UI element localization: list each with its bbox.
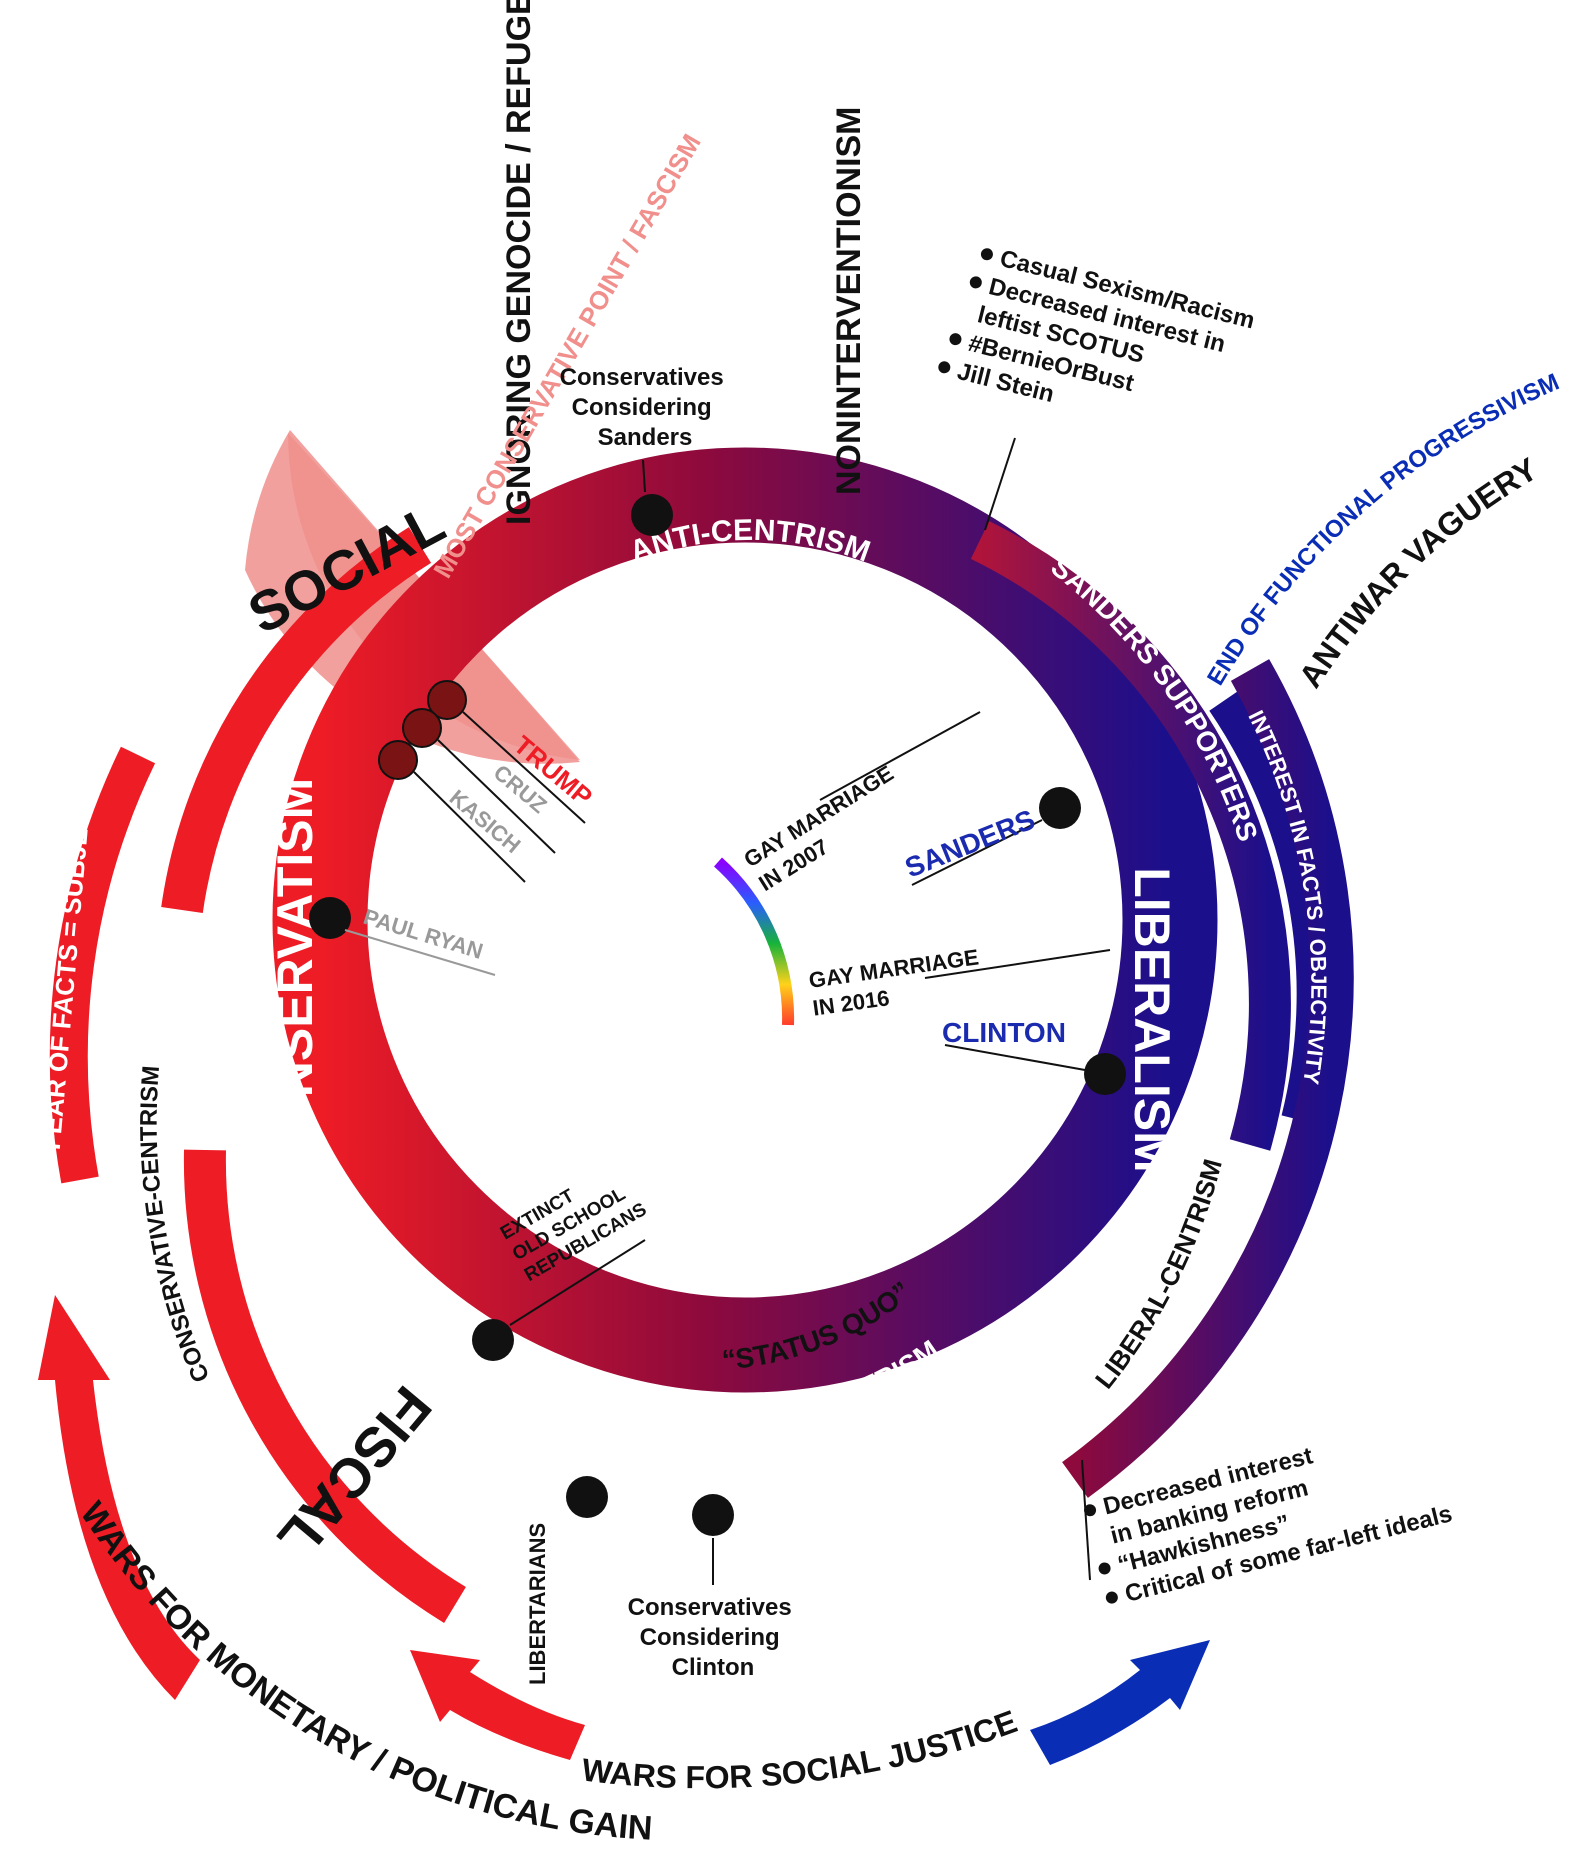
- fiscal-arc: [183, 1149, 466, 1623]
- svg-text:GAY MARRIAGE IN 2007: GAY MARRIAGE IN 2007: [739, 757, 917, 896]
- clinton-supporters-arc: [1062, 659, 1354, 1498]
- sanders-label: SANDERS: [901, 804, 1040, 884]
- wars-social-label: WARS FOR SOCIAL JUSTICE: [580, 1703, 1022, 1795]
- marker-libertarians: [566, 1476, 608, 1518]
- clinton-label: CLINTON: [942, 1017, 1066, 1048]
- cons-sanders-label: Conservatives Considering Sanders: [560, 364, 731, 451]
- liberalism-label: LIBERALISM: [1124, 867, 1180, 1173]
- wars-monetary-arrow: [38, 1295, 200, 1700]
- top-bullets: Casual Sexism/Racism Decreased interest …: [938, 245, 1257, 408]
- marker-kasich: [378, 740, 418, 780]
- wars-social-arrow: [1030, 1640, 1210, 1765]
- clinton-supporters-label: CLINTON SUPPORTERS: [1354, 862, 1416, 1195]
- bottom-bullets-leader: [1081, 1459, 1091, 1581]
- gay-2016-label: GAY MARRIAGE IN 2016: [807, 944, 990, 1021]
- marker-clinton: [1084, 1053, 1126, 1095]
- marker-paul-ryan: [309, 897, 351, 939]
- marker-cons-sanders: [631, 494, 673, 536]
- libertarians-label: LIBERTARIANS: [525, 1523, 550, 1685]
- cons-clinton-label: Conservatives Considering Clinton: [628, 1594, 799, 1681]
- marker-extinct: [472, 1319, 514, 1361]
- noninterventionism-label: NONINTERVENTIONISM: [830, 106, 868, 495]
- paul-ryan-label: PAUL RYAN: [361, 904, 486, 964]
- sanders-supporters-arc: [970, 521, 1291, 1151]
- marker-cruz: [402, 708, 442, 748]
- marker-cons-clinton: [692, 1494, 734, 1536]
- wars-left-arrow: [410, 1650, 585, 1760]
- gay-marriage-rainbow: [714, 857, 795, 1026]
- svg-text:GAY MARRIAGE IN 2016: GAY MARRIAGE IN 2016: [807, 944, 990, 1021]
- progressivism-label: END OF FUNCTIONAL PROGRESSIVISM: [1202, 369, 1563, 691]
- fear-arc: [49, 746, 156, 1184]
- marker-sanders: [1039, 787, 1081, 829]
- conservatism-label: CONSERVATISM: [267, 778, 323, 1172]
- antiwar-label: ANTIWAR VAGUERY: [1292, 451, 1544, 694]
- social-arc: [161, 527, 432, 913]
- genocide-label: IGNORING GENOCIDE / REFUGEES: [500, 0, 538, 525]
- main-ring: [272, 447, 1218, 1393]
- top-bullets-leader: [984, 437, 1016, 531]
- gay-2007-label: GAY MARRIAGE IN 2007: [739, 757, 917, 896]
- marker-trump: [427, 680, 467, 720]
